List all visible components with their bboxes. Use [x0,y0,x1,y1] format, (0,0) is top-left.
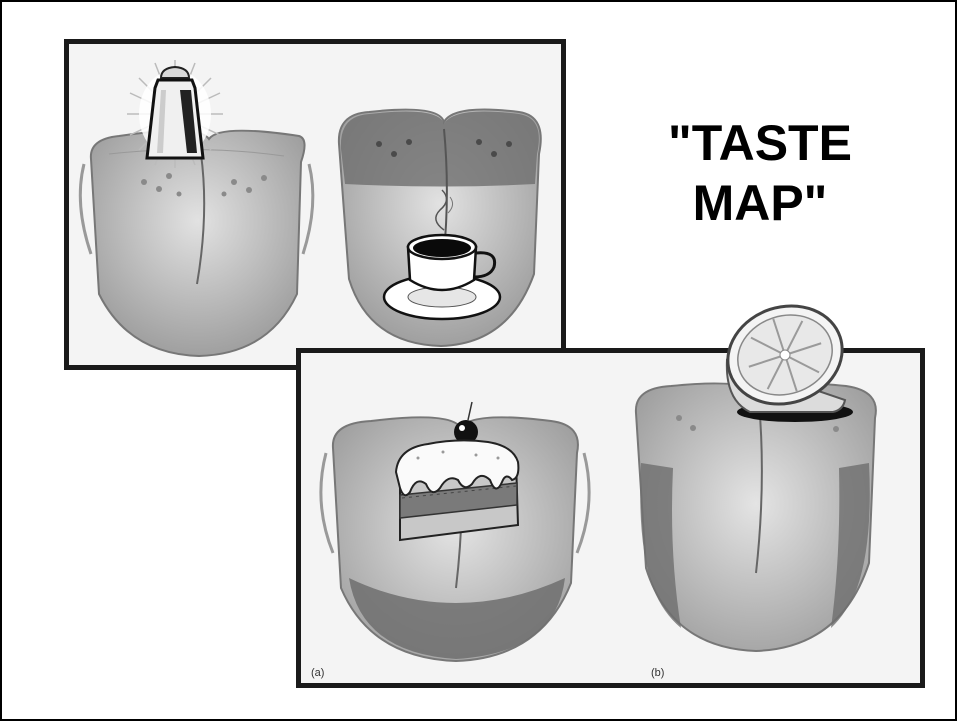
title-line-1: "TASTE [620,113,900,173]
slide-title: "TASTE MAP" [620,113,900,233]
lemon-half-icon [715,300,860,425]
cake-slice-icon [388,400,528,545]
caption-b: (b) [651,667,664,679]
title-line-2: MAP" [620,173,900,233]
salt-shaker-icon [125,58,225,170]
coffee-cup-icon [380,185,505,325]
caption-a: (a) [311,667,324,679]
